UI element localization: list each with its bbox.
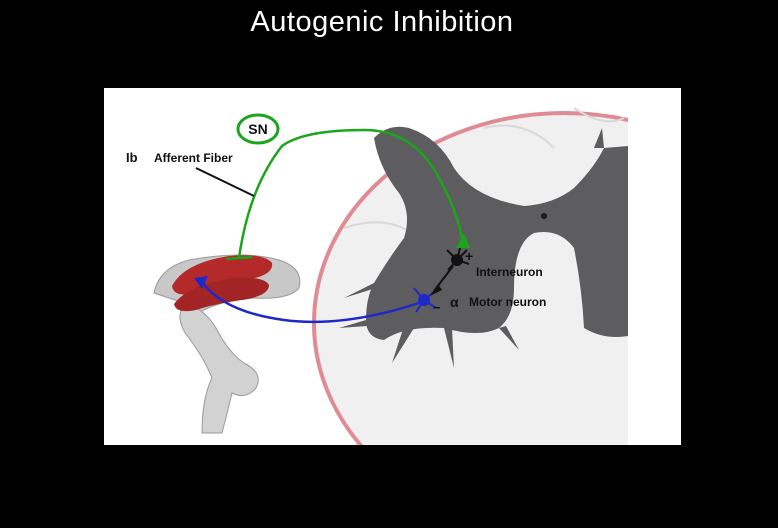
reflex-diagram: SN Ib Afferent Fiber + Interneuron α Mot… [126, 107, 628, 445]
muscle-lower [174, 277, 269, 312]
central-canal [541, 213, 547, 219]
ib-label: Ib [126, 150, 138, 165]
motor-fiber-arrowhead [194, 276, 208, 289]
afferent-pointer [195, 167, 255, 197]
motor-neuron-sign: − [433, 300, 441, 315]
diagram-panel: SN Ib Afferent Fiber + Interneuron α Mot… [104, 88, 681, 445]
interneuron-sign: + [465, 248, 473, 264]
leg-shank [179, 302, 259, 434]
sn-node [236, 113, 280, 145]
interneuron-label: Interneuron [476, 265, 543, 279]
motor-fiber [194, 276, 437, 324]
afferent-fiber-arrowhead [456, 233, 470, 248]
afferent-fiber: SN [225, 113, 470, 261]
leg [153, 254, 301, 434]
motor-neuron-label: Motor neuron [469, 295, 546, 309]
motor-fiber-path [200, 281, 423, 324]
sn-label: SN [248, 121, 267, 137]
muscle-upper [172, 255, 273, 295]
slide-title: Autogenic Inhibition [250, 6, 514, 38]
interneuron-axon-arrowhead [430, 284, 442, 296]
motor-neuron-alpha: α [450, 294, 459, 310]
motor-neuron-dendrites [413, 287, 437, 313]
afferent-fiber-path [237, 128, 464, 259]
interneuron-dendrites [446, 247, 470, 271]
afferent-receptor [225, 255, 253, 261]
grey-matter [366, 126, 628, 340]
afferent-fiber-label: Afferent Fiber [154, 151, 233, 165]
interneuron [430, 247, 470, 296]
